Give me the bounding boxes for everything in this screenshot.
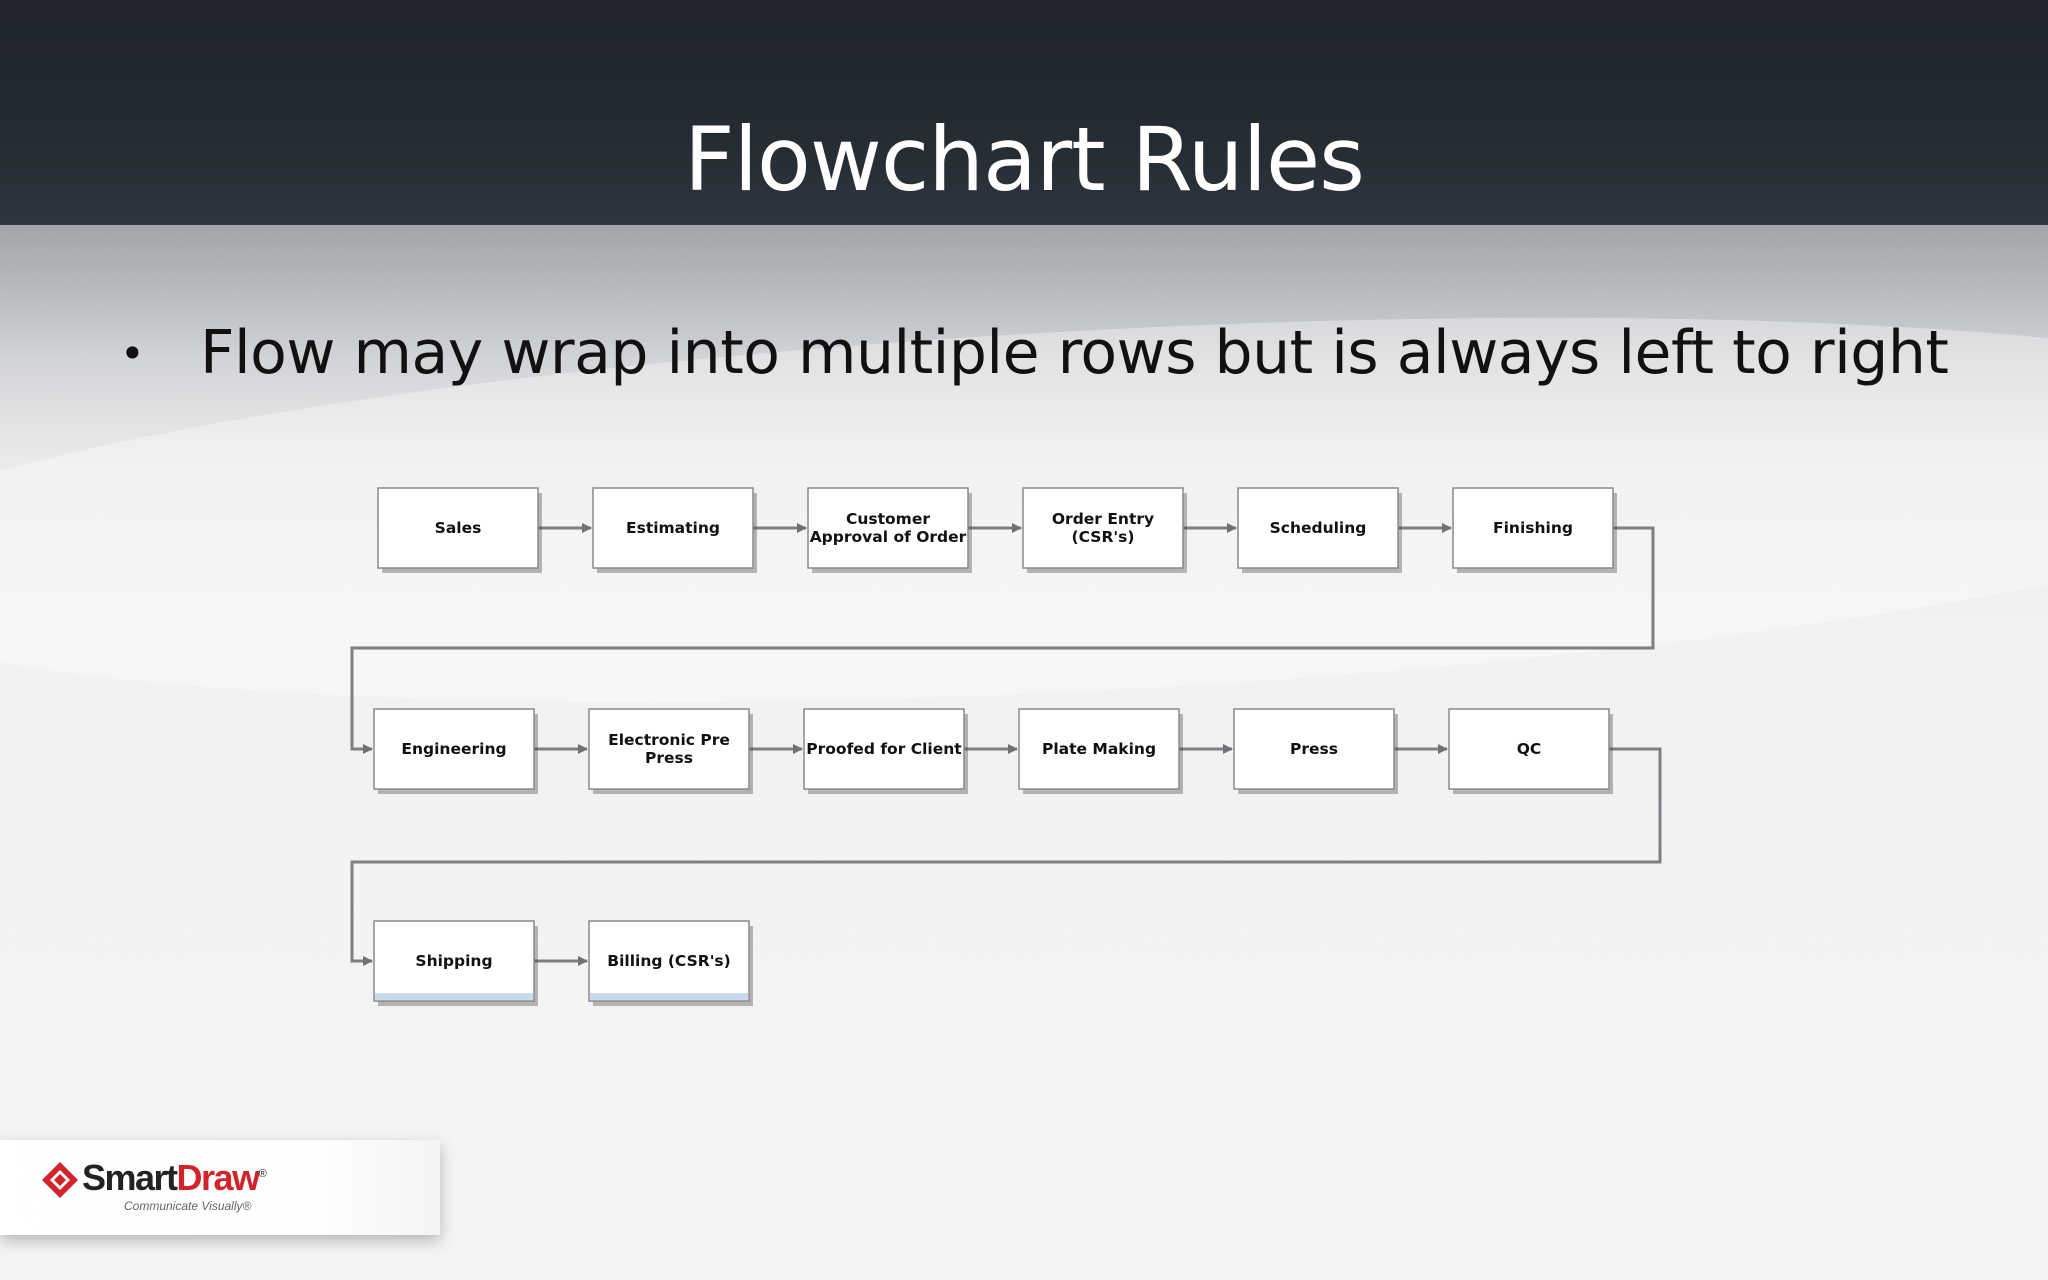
flow-node-box <box>1237 487 1399 569</box>
flow-node-qc: QC <box>1448 708 1613 794</box>
flow-node-label: Customer <box>846 510 930 528</box>
flow-node-label: Press <box>1290 740 1338 758</box>
flow-node-label: Estimating <box>626 519 720 537</box>
bullet-text: Flow may wrap into multiple rows but is … <box>200 318 1949 388</box>
flow-node-proofed-for-client: Proofed for Client <box>803 708 968 794</box>
flow-node-label: Plate Making <box>1042 740 1156 758</box>
flow-node-box <box>803 708 965 790</box>
flow-node-box <box>807 487 969 569</box>
flow-node-bottom-edge <box>375 993 533 1000</box>
flow-wrap-connector <box>350 747 1662 966</box>
flow-node-box <box>1022 487 1184 569</box>
flow-node-press: Press <box>1233 708 1398 794</box>
flow-node-scheduling: Scheduling <box>1237 487 1402 573</box>
flow-node-order-entry-csr-s: Order Entry(CSR's) <box>1022 487 1187 573</box>
flow-node-billing-csr-s: Billing (CSR's) <box>588 920 753 1006</box>
flow-wrap-connector <box>350 526 1655 754</box>
bullet-symbol: • <box>120 328 145 378</box>
flow-node-label: Electronic Pre <box>608 731 730 749</box>
flow-node-box <box>373 708 535 790</box>
logo-wordmark: SmartDraw® <box>82 1157 267 1199</box>
flow-node-label: Order Entry <box>1052 510 1154 528</box>
flow-node-label: Scheduling <box>1270 519 1367 537</box>
flow-node-box <box>1233 708 1395 790</box>
background-swoosh <box>0 225 2048 465</box>
logo-band <box>0 1140 440 1235</box>
flow-node-label: (CSR's) <box>1072 528 1135 546</box>
flow-node-box <box>377 487 539 569</box>
logo-tagline: Communicate Visually® <box>124 1199 251 1213</box>
flow-node-plate-making: Plate Making <box>1018 708 1183 794</box>
slide-title: Flowchart Rules <box>683 108 1365 211</box>
logo-name-part2: Draw <box>176 1157 261 1198</box>
flow-node-box <box>1018 708 1180 790</box>
flow-node-label: QC <box>1517 740 1542 758</box>
flow-node-box <box>588 920 750 1002</box>
flow-node-box <box>1448 708 1610 790</box>
logo-tagline-mark: ® <box>242 1199 252 1213</box>
flow-node-bottom-edge <box>590 993 748 1000</box>
flow-node-box <box>1452 487 1614 569</box>
flow-node-label: Press <box>645 749 693 767</box>
flow-node-label: Billing (CSR's) <box>607 952 731 970</box>
logo-name-part1: Smart <box>82 1157 178 1198</box>
logo-trademark: ® <box>258 1168 267 1180</box>
flow-node-box <box>373 920 535 1002</box>
flow-node-finishing: Finishing <box>1452 487 1617 573</box>
flow-node-shipping: Shipping <box>373 920 538 1006</box>
flow-node-box <box>592 487 754 569</box>
smartdraw-diamond-icon <box>42 1162 78 1198</box>
flow-node-label: Finishing <box>1493 519 1573 537</box>
flow-node-label: Approval of Order <box>810 528 967 546</box>
flow-node-engineering: Engineering <box>373 708 538 794</box>
title-band <box>0 0 2048 225</box>
flow-node-label: Proofed for Client <box>806 740 962 758</box>
flow-node-label: Sales <box>435 519 482 537</box>
flow-node-estimating: Estimating <box>592 487 757 573</box>
flow-node-sales: Sales <box>377 487 542 573</box>
bullet-point: • Flow may wrap into multiple rows but i… <box>120 313 1949 393</box>
flow-node-label: Shipping <box>415 952 492 970</box>
flowchart-connectors <box>350 523 1662 966</box>
flow-node-box <box>588 708 750 790</box>
flow-node-label: Engineering <box>401 740 506 758</box>
logo-tagline-text: Communicate Visually <box>124 1199 243 1213</box>
